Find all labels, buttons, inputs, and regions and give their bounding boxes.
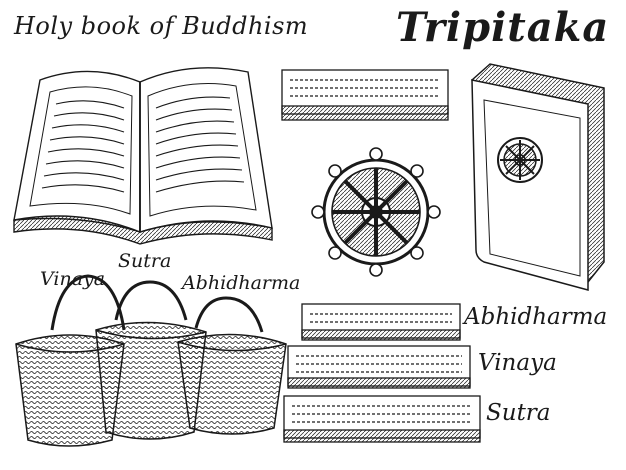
basket-icon [15,274,287,447]
basket-label-vinaya: Vinaya [40,268,106,290]
palm-leaf-stack [283,303,481,443]
basket-label-abhidharma: Abhidharma [182,272,301,294]
palm-leaf-manuscript-icon [281,69,449,121]
basket-label-sutra: Sutra [118,250,172,272]
dharma-wheel-icon [311,147,441,277]
closed-book-icon [471,63,605,291]
open-book-icon [13,67,273,245]
stack-label-abhidharma: Abhidharma [464,304,608,330]
tripitaka-title: Tripitaka [396,4,610,51]
stack-label-vinaya: Vinaya [478,350,557,376]
holy-book-caption: Holy book of Buddhism [14,12,309,40]
stack-label-sutra: Sutra [486,400,551,426]
